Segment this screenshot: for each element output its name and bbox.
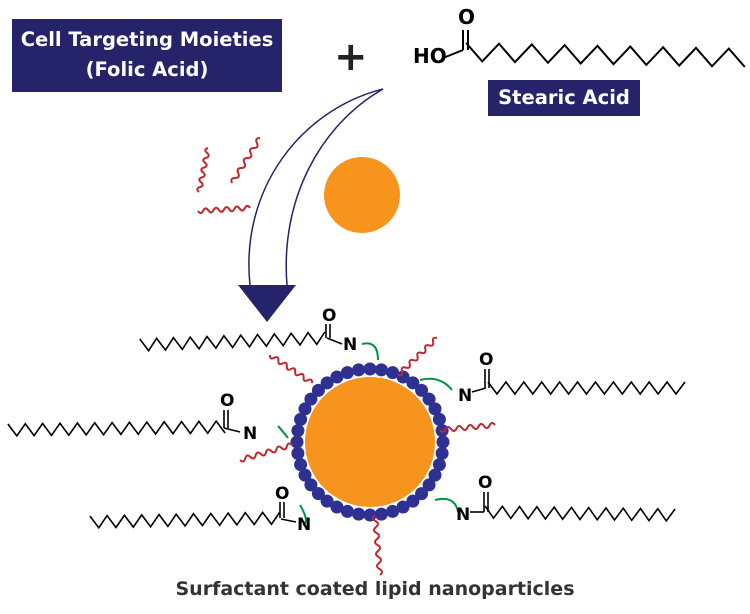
- surfactant-bead: [340, 366, 354, 380]
- surfactant-bead: [330, 500, 344, 514]
- diagram-caption: Surfactant coated lipid nanoparticles: [175, 578, 575, 600]
- alkyl-chain-5: [484, 504, 676, 523]
- surfactant-bead: [436, 435, 450, 449]
- nitrogen-bond-3: [223, 427, 241, 433]
- surfactant-bead: [330, 370, 344, 384]
- surfactant-bead: [291, 446, 305, 460]
- surfactant-bead: [304, 478, 318, 492]
- stearic-acid-label-box: Stearic Acid: [488, 80, 640, 116]
- linker-3: [277, 425, 289, 439]
- hydroxyl-label: HO: [413, 44, 447, 68]
- surfactant-bead: [406, 376, 420, 390]
- surfactant-bead: [294, 412, 308, 426]
- linker-2: [419, 377, 453, 391]
- surfactant-bead: [363, 362, 377, 376]
- surfactant-bead: [415, 383, 429, 397]
- amide-oxygen-label-3: O: [220, 391, 235, 411]
- surfactant-bead: [406, 494, 420, 508]
- amide-oxygen-label-1: O: [322, 306, 337, 326]
- linker-group: [277, 342, 459, 526]
- linker-5: [434, 497, 459, 513]
- surfactant-bead: [298, 468, 312, 482]
- surfactant-bead: [386, 366, 400, 380]
- folic-acid-free-1: [196, 147, 210, 193]
- surfactant-bead: [374, 363, 388, 377]
- surfactant-bead: [291, 424, 305, 438]
- stearic-acid-chain: [465, 42, 746, 68]
- lipid-droplet: [324, 157, 400, 233]
- carbonyl-oxygen-label: O: [458, 5, 476, 29]
- arrow-curve-inner: [285, 88, 384, 286]
- surfactant-bead: [320, 494, 334, 508]
- amide-chains: [7, 324, 686, 530]
- folic-acid-free-3: [197, 204, 251, 215]
- surfactant-bead: [386, 504, 400, 518]
- folic-acid-bound-3: [439, 422, 496, 433]
- folic-acid-bound-1: [268, 354, 314, 384]
- amide-nitrogen-label-5: N: [456, 505, 471, 525]
- cell-targeting-label-box: Cell Targeting Moieties (Folic Acid): [12, 19, 282, 92]
- folic-acid-group: [196, 137, 496, 576]
- surfactant-bead: [352, 363, 366, 377]
- cell-targeting-label-line1: Cell Targeting Moieties: [20, 28, 274, 51]
- surfactant-bead: [340, 504, 354, 518]
- amide-nitrogen-label-1: N: [343, 335, 358, 355]
- surfactant-bead: [435, 446, 449, 460]
- lipid-core: [305, 377, 435, 507]
- surfactant-bead: [352, 507, 366, 521]
- surfactant-bead: [396, 500, 410, 514]
- stearic-acid-oh-bond: [442, 49, 464, 59]
- linker-4: [299, 504, 307, 526]
- amide-nitrogen-label-3: N: [243, 424, 258, 444]
- cell-targeting-label-line2: (Folic Acid): [85, 58, 209, 81]
- surfactant-bead: [435, 424, 449, 438]
- surfactant-bead: [304, 392, 318, 406]
- nitrogen-bond-1: [326, 337, 343, 345]
- alkyl-chain-3: [7, 419, 226, 438]
- alkyl-chain-1: [139, 331, 326, 353]
- folic-acid-bound-2: [397, 336, 438, 377]
- surfactant-bead: [422, 392, 436, 406]
- folic-acid-bound-5: [372, 514, 383, 576]
- stearic-acid-label: Stearic Acid: [498, 86, 630, 109]
- surfactant-bead: [415, 487, 429, 501]
- alkyl-chain-4: [89, 511, 281, 530]
- amide-oxygen-label-2: O: [479, 350, 494, 370]
- surfactant-bead: [298, 402, 312, 416]
- alkyl-chain-2: [487, 380, 686, 396]
- surfactant-bead: [290, 435, 304, 449]
- surfactant-bead: [374, 507, 388, 521]
- surfactant-bead: [396, 370, 410, 384]
- surfactant-bead: [311, 383, 325, 397]
- surfactant-bead: [432, 412, 446, 426]
- surfactant-shell: [290, 362, 450, 522]
- surfactant-bead: [428, 468, 442, 482]
- arrow-head: [238, 285, 296, 322]
- surfactant-bead: [428, 402, 442, 416]
- amide-nitrogen-label-4: N: [297, 515, 312, 535]
- folic-acid-bound-4: [239, 442, 293, 463]
- folic-acid-free-2: [230, 137, 261, 184]
- nitrogen-bond-4: [280, 518, 297, 523]
- surfactant-bead: [422, 478, 436, 492]
- amide-oxygen-label-4: O: [275, 484, 290, 504]
- amide-nitrogen-label-2: N: [458, 386, 473, 406]
- surfactant-bead: [432, 458, 446, 472]
- surfactant-bead: [311, 487, 325, 501]
- amide-oxygen-label-5: O: [478, 473, 493, 493]
- linker-1: [361, 342, 379, 361]
- arrow-curve-outer: [248, 88, 384, 286]
- nitrogen-bond-2: [471, 387, 487, 393]
- surfactant-bead: [294, 458, 308, 472]
- stearic-acid-structure: [442, 30, 746, 68]
- plus-sign: +: [334, 34, 368, 80]
- surfactant-bead: [320, 376, 334, 390]
